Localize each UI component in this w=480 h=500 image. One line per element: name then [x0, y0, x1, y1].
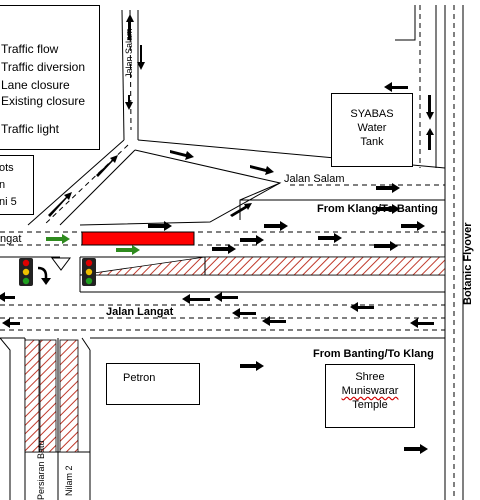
- syabas-line: Water: [357, 122, 387, 134]
- triangle-marker-icon: [51, 257, 71, 271]
- road-label-jalan-langat-left: ngat: [0, 233, 22, 245]
- left-box-line: n: [0, 179, 6, 191]
- legend-item-traffic-flow: Traffic flow: [1, 42, 59, 56]
- left-box-line: ots: [0, 162, 14, 174]
- syabas-water-tank: SYABAS Water Tank: [331, 93, 413, 167]
- temple-line: Shree: [355, 371, 385, 383]
- road-label-nilam: Nilam 2: [64, 465, 74, 496]
- existing-closure-areas: [24, 256, 446, 453]
- traffic-light-icon: [19, 258, 33, 286]
- syabas-line: SYABAS: [350, 108, 394, 120]
- road-label-botanic-flyover: Botanic Flyover: [462, 222, 474, 305]
- road-label-from-klang: From Klang/To Banting: [317, 203, 438, 215]
- road-label-jalan-salam: Jalan Salam: [284, 173, 345, 185]
- traffic-diversion-arrows: [46, 234, 140, 255]
- syabas-line: Tank: [360, 136, 384, 148]
- legend-item-traffic-light: Traffic light: [1, 122, 60, 136]
- upper-right-roads: [395, 5, 464, 500]
- road-label-jalan-salam-vertical: Jalan Salam: [124, 28, 134, 78]
- legend-item-lane-closure: Lane closure: [1, 78, 70, 92]
- temple-line: Temple: [352, 399, 388, 411]
- road-label-jalan-langat: Jalan Langat: [106, 306, 174, 318]
- traffic-light-icon: [82, 258, 96, 286]
- lane-closure: [81, 231, 195, 246]
- temple-line: Muniswarar: [341, 385, 399, 397]
- shree-muniswarar-temple: Shree Muniswarar Temple: [325, 364, 415, 428]
- legend: Traffic flow Traffic diversion Lane clos…: [0, 5, 100, 150]
- petron-station: Petron: [106, 363, 200, 405]
- turn-arrow-icon: [37, 266, 51, 285]
- legend-item-traffic-diversion: Traffic diversion: [1, 60, 86, 74]
- left-building-box: ots n ni 5: [0, 155, 34, 215]
- diagonal-road: [27, 139, 446, 226]
- legend-item-existing-closure: Existing closure: [1, 94, 86, 108]
- traffic-flow-arrows: [0, 14, 434, 454]
- road-label-persiaran-batu: Persiaran Batu: [36, 440, 46, 500]
- petron-label: Petron: [123, 372, 156, 384]
- road-label-from-banting: From Banting/To Klang: [313, 348, 434, 360]
- left-box-line: ni 5: [0, 196, 17, 208]
